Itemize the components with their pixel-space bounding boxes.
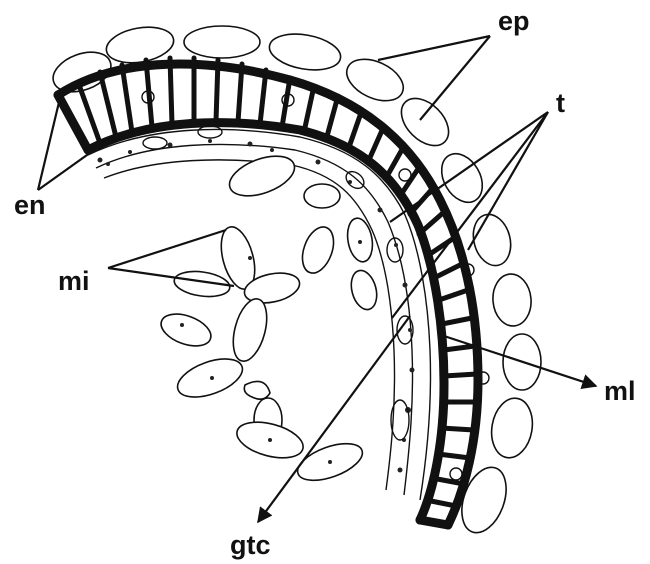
label-t: t (556, 88, 565, 118)
label-ml: ml (604, 376, 636, 406)
label-ep: ep (498, 6, 530, 36)
label-en: en (14, 190, 46, 220)
inner-free-cells (157, 148, 381, 487)
label-mi: mi (58, 266, 90, 296)
label-gtc: gtc (230, 530, 271, 560)
